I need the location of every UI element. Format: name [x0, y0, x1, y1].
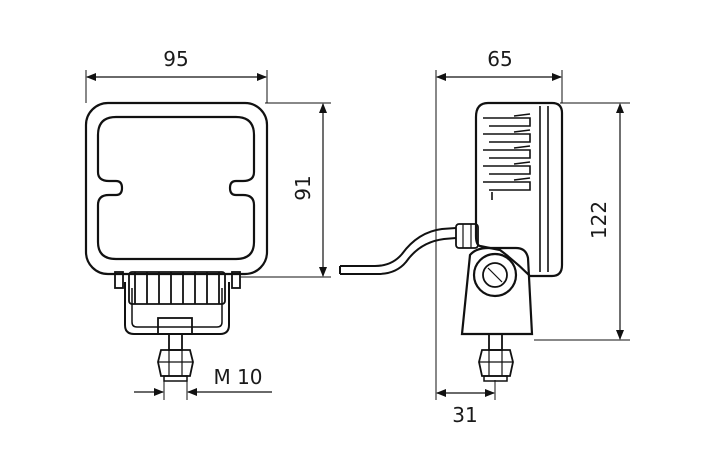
side-housing — [474, 101, 564, 278]
side-cable — [340, 227, 457, 267]
front-mount-plate — [157, 317, 193, 335]
offset-label: 31 — [452, 403, 477, 427]
total-height-label: 122 — [587, 201, 611, 239]
dimension-height: 91 — [240, 102, 331, 278]
depth-label: 65 — [487, 47, 512, 71]
width-label: 95 — [163, 47, 188, 71]
dimension-offset: 31 — [436, 380, 496, 427]
front-nut — [157, 349, 194, 377]
front-bolt — [168, 333, 183, 351]
front-heatsink — [114, 271, 241, 305]
side-cable-gland — [455, 223, 479, 249]
dimension-width: 95 — [85, 47, 268, 103]
side-pivot-inner — [482, 262, 508, 288]
dimension-total-height: 122 — [534, 102, 630, 341]
front-lens — [96, 115, 256, 261]
thread-label: M 10 — [213, 365, 262, 389]
front-housing — [84, 101, 269, 276]
height-label: 91 — [291, 175, 315, 200]
dimension-depth: 65 — [435, 47, 563, 400]
side-nut — [478, 349, 514, 377]
side-fins — [483, 113, 531, 200]
side-bolt — [488, 333, 503, 351]
side-view: 65 122 31 — [339, 47, 630, 427]
front-view: 95 91 M 10 — [84, 47, 331, 400]
side-stand — [460, 246, 534, 336]
dimension-thread: M 10 — [134, 365, 272, 400]
front-bracket — [124, 282, 230, 335]
side-pivot-outer — [472, 252, 518, 298]
